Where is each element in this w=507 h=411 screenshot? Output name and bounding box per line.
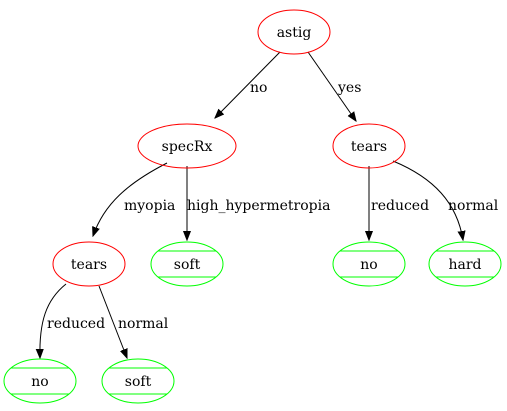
node-specRx: specRx (137, 123, 237, 169)
node-astig: astig (257, 9, 331, 55)
edge-label-yes: yes (337, 80, 361, 96)
node-label: tears (351, 139, 387, 155)
leaf-no-right: no (332, 241, 406, 287)
leaf-label: no (31, 374, 48, 390)
leaf-no-left: no (3, 358, 77, 404)
edge-label-reduced-right: reduced (371, 198, 429, 214)
leaf-hard: hard (428, 241, 502, 287)
edge-astig-tears-right (307, 51, 356, 121)
leaf-label: soft (125, 374, 152, 390)
edge-tears-left-soft-left (98, 285, 127, 358)
edge-tears-right-hard (392, 160, 463, 240)
edge-astig-specRx (215, 51, 281, 118)
node-label: astig (277, 25, 312, 41)
node-tears-right: tears (332, 123, 406, 169)
edge-tears-left-no-left (40, 283, 67, 358)
leaf-label: soft (174, 257, 201, 273)
edge-label-reduced-left: reduced (47, 316, 105, 332)
leaf-soft-mid: soft (150, 241, 224, 287)
edges: no yes myopia high_hypermetropia reduced… (40, 51, 499, 358)
leaf-label: no (360, 257, 377, 273)
edge-label-no: no (250, 80, 267, 96)
edge-label-myopia: myopia (124, 198, 175, 214)
edge-label-high-hypermetropia: high_hypermetropia (187, 198, 330, 214)
edge-label-normal-right: normal (448, 198, 499, 214)
edge-specRx-tears-left (93, 162, 168, 236)
node-label: tears (71, 257, 107, 273)
leaf-soft-left: soft (101, 358, 175, 404)
node-tears-left: tears (52, 241, 126, 287)
leaf-label: hard (448, 257, 481, 273)
node-label: specRx (162, 139, 213, 155)
edge-label-normal-left: normal (118, 316, 169, 332)
